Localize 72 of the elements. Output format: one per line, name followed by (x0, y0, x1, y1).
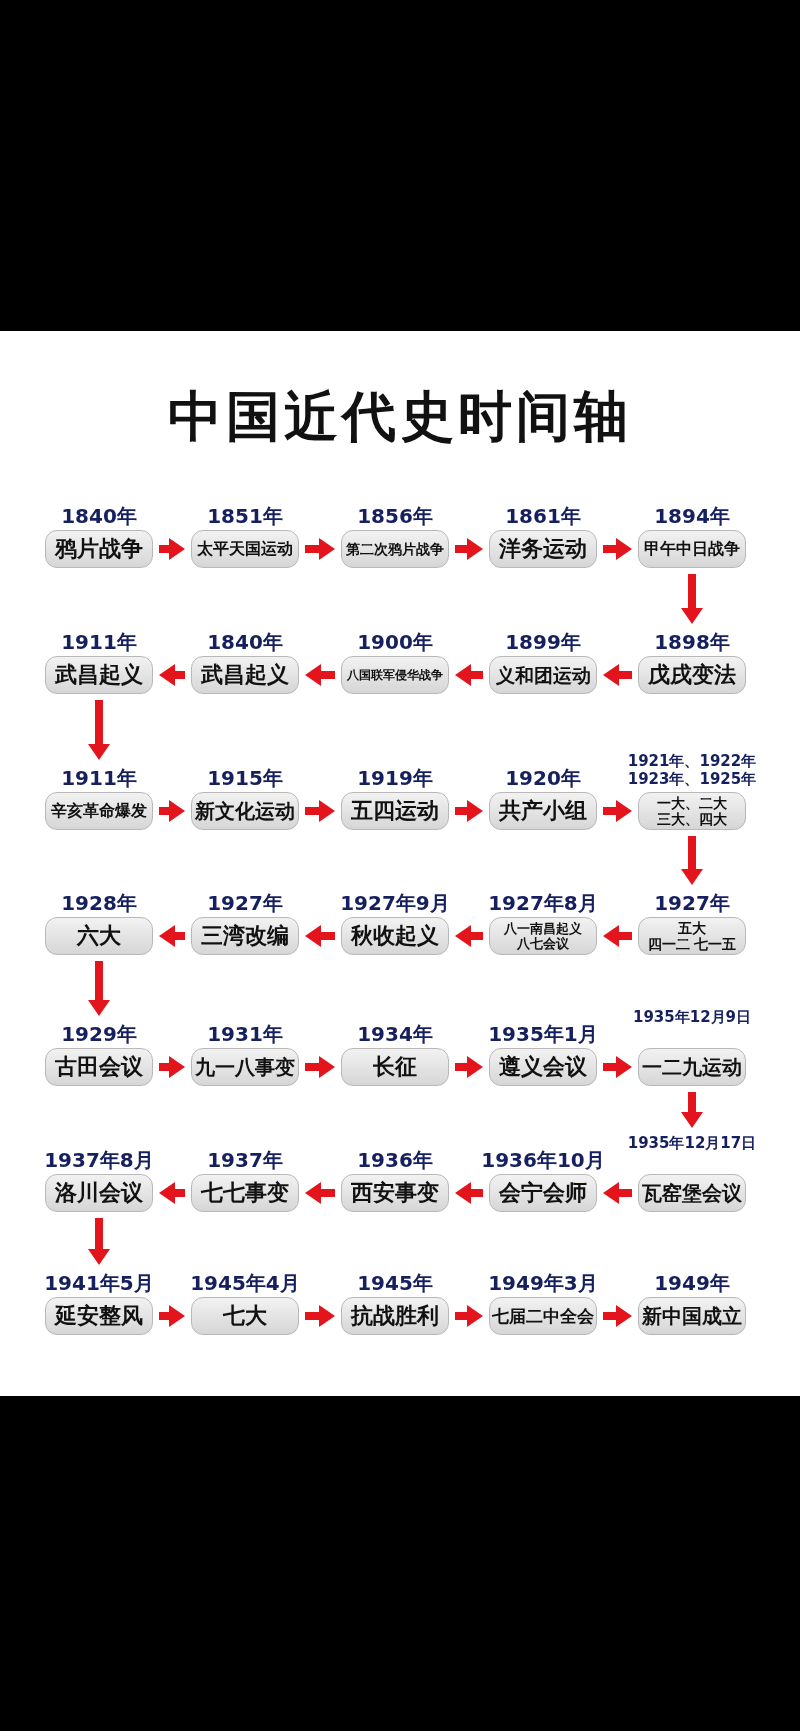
event-label: 洋务运动 (499, 537, 587, 561)
year-label: 1941年5月 (43, 1271, 155, 1295)
event-label: 戊戌变法 (648, 663, 736, 687)
year-label: 1920年 (504, 766, 582, 790)
event-label: 武昌起义 (201, 663, 289, 687)
event-label: 古田会议 (55, 1055, 143, 1079)
event-label: 五四运动 (351, 799, 439, 823)
event-label: 一二九运动 (642, 1056, 742, 1078)
year-label: 1936年10月 (480, 1148, 606, 1172)
year-label: 1935年1月 (487, 1022, 599, 1046)
year-label: 1945年 (356, 1271, 434, 1295)
year-label: 1861年 (504, 504, 582, 528)
year-label: 1915年 (206, 766, 284, 790)
event-label: 七七事变 (201, 1181, 289, 1205)
event-label: 新文化运动 (195, 800, 295, 822)
event-label: 西安事变 (351, 1181, 439, 1205)
year-label: 1934年 (356, 1022, 434, 1046)
title: 中国近代史时间轴 (167, 385, 633, 449)
year-label: 1894年 (653, 504, 731, 528)
event-label: 延安整风 (55, 1304, 143, 1328)
event-label: 甲午中日战争 (644, 540, 740, 558)
event-label: 一大、二大三大、四大 (656, 795, 728, 827)
year-label: 1945年4月 (189, 1271, 301, 1295)
event-label: 七大 (223, 1304, 267, 1328)
year-label: 1927年 (653, 891, 731, 915)
event-label: 新中国成立 (642, 1305, 742, 1327)
event-label: 七届二中全会 (492, 1306, 594, 1326)
event-label: 秋收起义 (351, 924, 439, 948)
year-label: 1935年12月9日 (631, 1008, 753, 1026)
event-label: 第二次鸦片战争 (346, 541, 444, 557)
event-label: 四一二 七一五 (647, 936, 737, 952)
event-label: 瓦窑堡会议 (642, 1182, 742, 1204)
year-label: 1911年 (60, 766, 138, 790)
event-label: 会宁会师 (499, 1181, 587, 1205)
year-label: 1927年8月 (487, 891, 599, 915)
year-label: 1949年 (653, 1271, 731, 1295)
event-label: 遵义会议 (499, 1055, 587, 1079)
event-label: 八国联军侵华战争 (347, 668, 443, 682)
year-label: 1927年 (206, 891, 284, 915)
year-label: 1899年 (504, 630, 582, 654)
year-label: 1900年 (356, 630, 434, 654)
year-label: 1929年 (60, 1022, 138, 1046)
event-label: 共产小组 (499, 799, 587, 823)
year-label: 1935年12月17日 (626, 1134, 758, 1152)
event-label: 辛亥革命爆发 (51, 802, 147, 820)
year-label: 1921年、1922年1923年、1925年 (626, 752, 758, 788)
year-label: 1937年 (206, 1148, 284, 1172)
event-label: 五大 (678, 920, 706, 936)
year-label: 1911年 (60, 630, 138, 654)
event-label: 洛川会议 (55, 1181, 143, 1205)
year-label: 1936年 (356, 1148, 434, 1172)
year-label: 1927年9月 (339, 891, 451, 915)
event-label: 三湾改编 (201, 924, 289, 948)
year-label: 1898年 (653, 630, 731, 654)
year-label: 1949年3月 (487, 1271, 599, 1295)
event-label: 太平天国运动 (197, 540, 293, 558)
event-label: 义和团运动 (495, 664, 591, 686)
event-label: 鸦片战争 (55, 537, 143, 561)
event-label: 六大 (77, 924, 121, 948)
event-label: 抗战胜利 (351, 1304, 439, 1328)
year-label: 1840年 (60, 504, 138, 528)
year-label: 1840年 (206, 630, 284, 654)
year-label: 1856年 (356, 504, 434, 528)
year-label: 1851年 (206, 504, 284, 528)
year-label: 1919年 (356, 766, 434, 790)
event-label: 武昌起义 (55, 663, 143, 687)
year-label: 1928年 (60, 891, 138, 915)
year-label: 1937年8月 (43, 1148, 155, 1172)
event-label: 长征 (373, 1055, 417, 1079)
event-label: 八一南昌起义八七会议 (503, 921, 583, 951)
event-label: 九一八事变 (195, 1056, 295, 1078)
year-label: 1931年 (206, 1022, 284, 1046)
